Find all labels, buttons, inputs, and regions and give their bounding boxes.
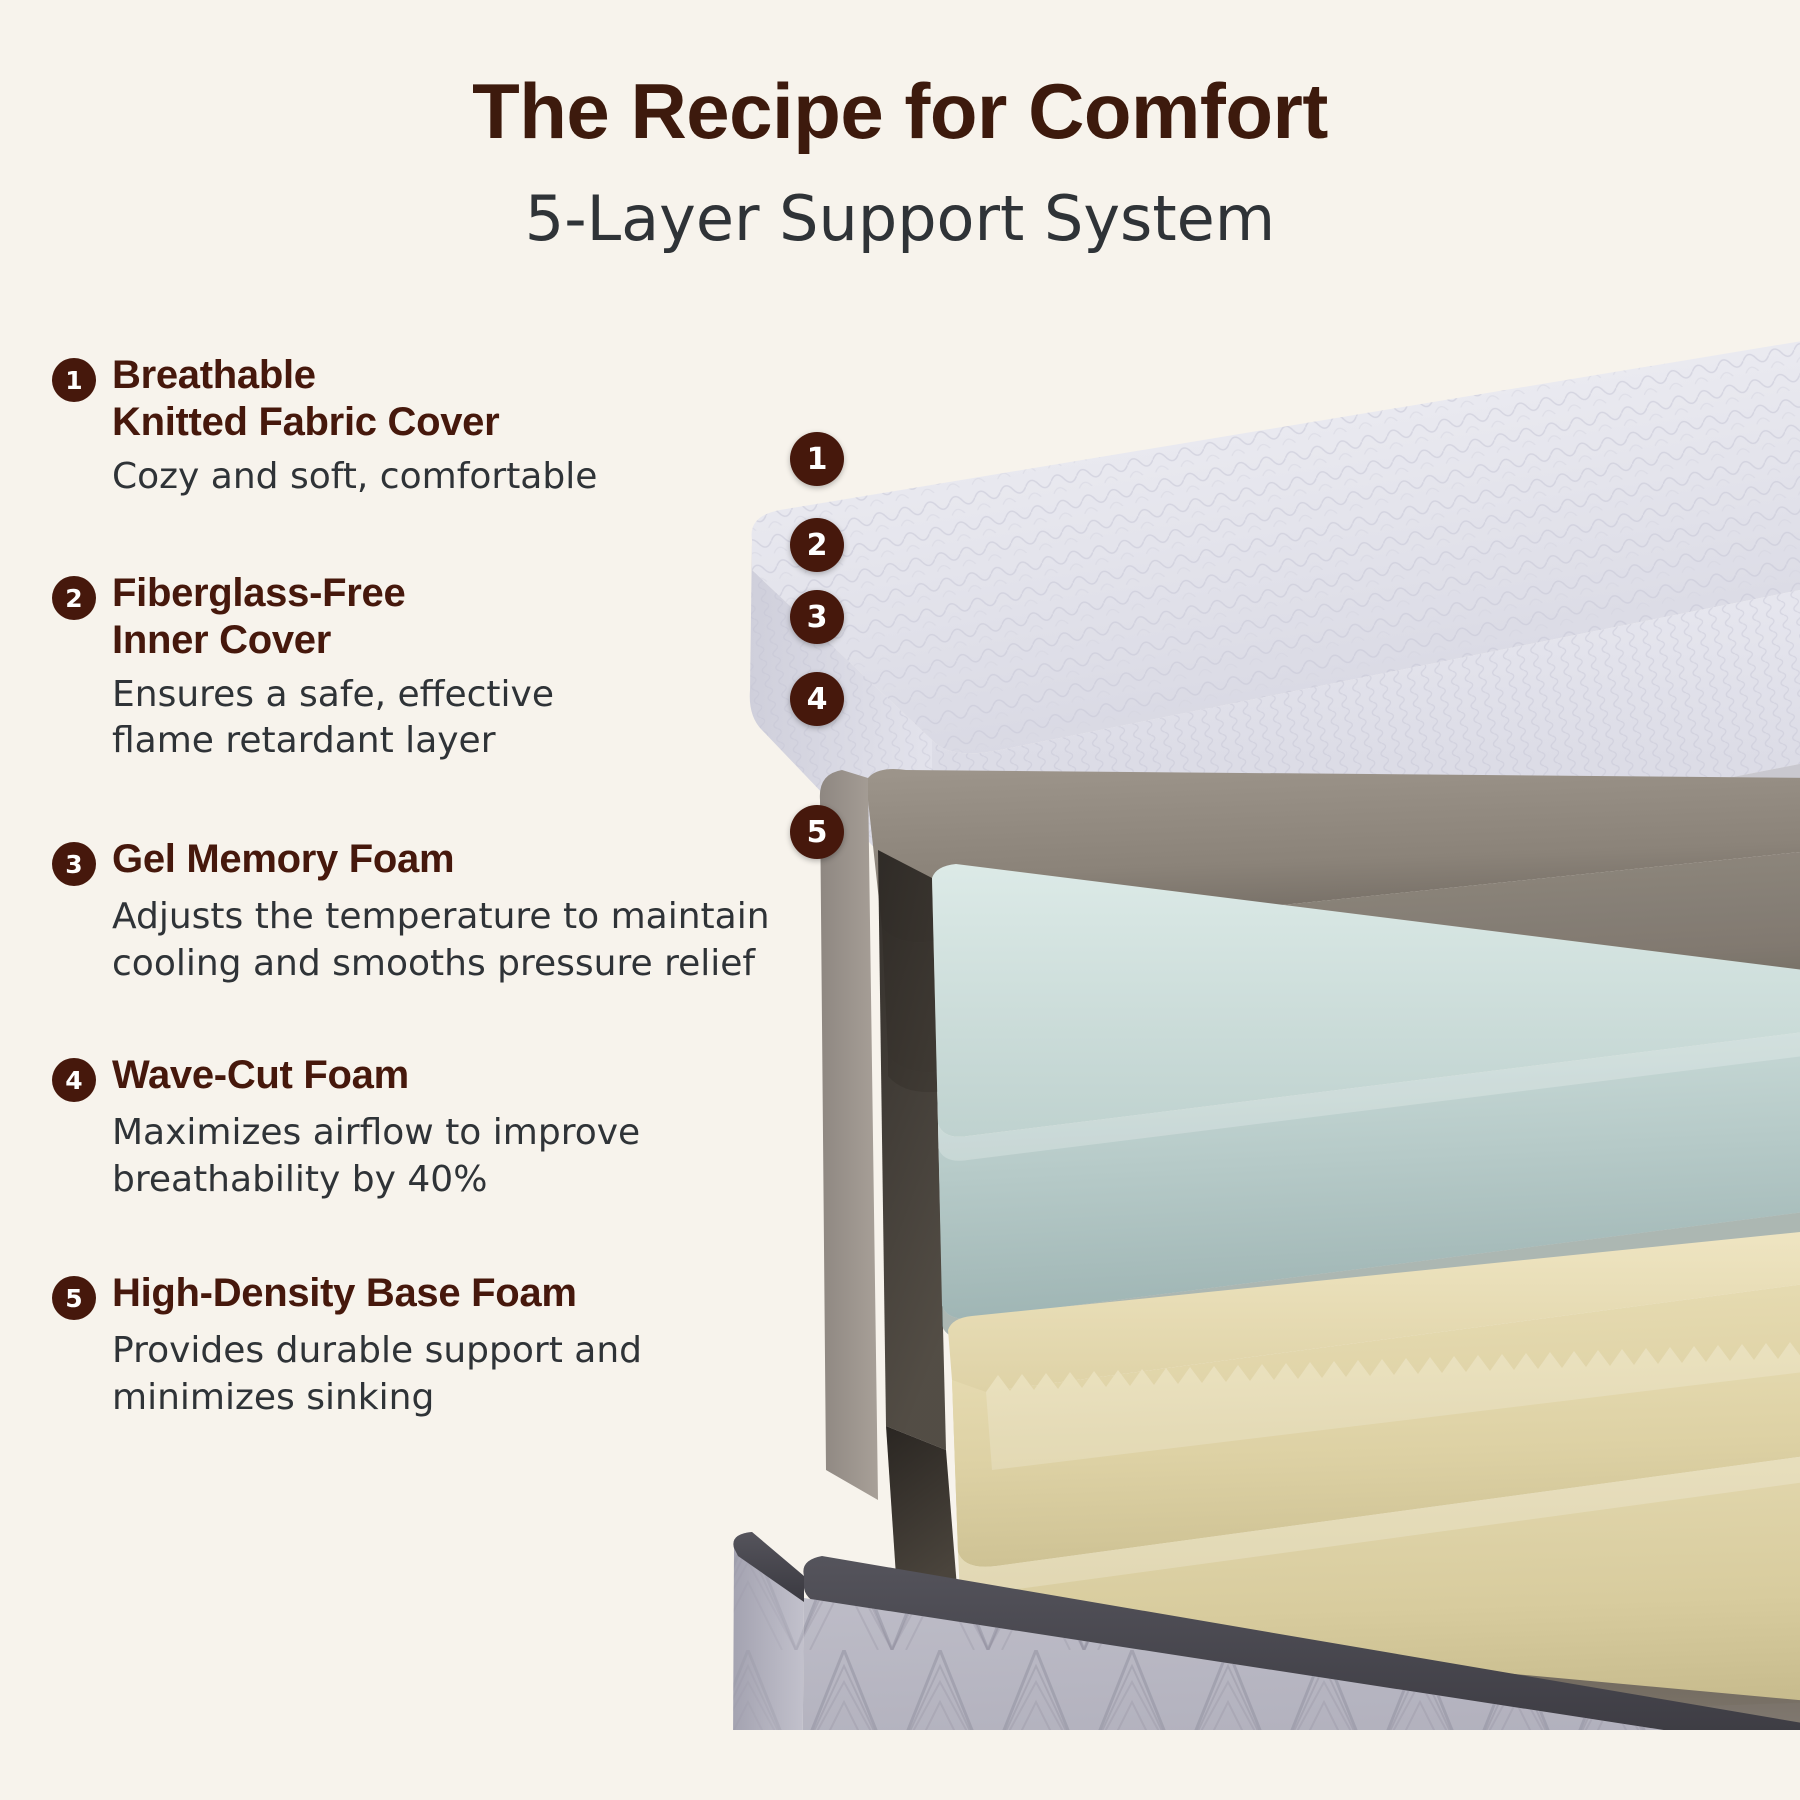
feature-item-4: 4 Wave-Cut Foam Maximizes airflow to imp… — [52, 1052, 812, 1204]
callout-badge-2[interactable]: 2 — [790, 518, 844, 572]
feature-heading: 1 Breathable Knitted Fabric Cover — [52, 352, 812, 446]
mattress-svg — [733, 341, 1800, 1730]
feature-number-badge: 4 — [52, 1058, 96, 1102]
mattress-bottom-quilted-band — [733, 1532, 1800, 1730]
feature-number-badge: 5 — [52, 1276, 96, 1320]
feature-description: Adjusts the temperature to maintain cool… — [112, 896, 770, 984]
layer-4-wave-cut-foam — [948, 1232, 1800, 1567]
feature-title: Fiberglass-Free Inner Cover — [112, 571, 406, 662]
feature-item-1: 1 Breathable Knitted Fabric Cover Cozy a… — [52, 352, 812, 500]
feature-title: Wave-Cut Foam — [112, 1053, 409, 1097]
feature-description: Maximizes airflow to improve breathabili… — [112, 1112, 641, 1200]
feature-heading: 4 Wave-Cut Foam — [52, 1052, 812, 1102]
header: The Recipe for Comfort 5-Layer Support S… — [0, 0, 1800, 310]
feature-heading: 5 High-Density Base Foam — [52, 1270, 812, 1320]
feature-description: Ensures a safe, effective flame retardan… — [112, 673, 554, 762]
feature-title: Breathable Knitted Fabric Cover — [112, 353, 500, 444]
callout-badge-4[interactable]: 4 — [790, 672, 844, 726]
feature-description: Cozy and soft, comfortable — [112, 455, 598, 497]
feature-number-badge: 1 — [52, 358, 96, 402]
feature-item-5: 5 High-Density Base Foam Provides durabl… — [52, 1270, 812, 1422]
page-title: The Recipe for Comfort — [472, 67, 1328, 155]
feature-item-2: 2 Fiberglass-Free Inner Cover Ensures a … — [52, 570, 812, 765]
feature-heading: 3 Gel Memory Foam — [52, 836, 812, 886]
feature-item-3: 3 Gel Memory Foam Adjusts the temperatur… — [52, 836, 812, 988]
feature-title: High-Density Base Foam — [112, 1271, 577, 1315]
page-subtitle: 5-Layer Support System — [524, 182, 1276, 255]
feature-number-badge: 3 — [52, 842, 96, 886]
mattress-cutaway-diagram — [700, 330, 1800, 1730]
feature-title: Gel Memory Foam — [112, 837, 455, 881]
callout-badge-3[interactable]: 3 — [790, 590, 844, 644]
feature-heading: 2 Fiberglass-Free Inner Cover — [52, 570, 812, 664]
callout-badge-5[interactable]: 5 — [790, 805, 844, 859]
feature-description: Provides durable support and minimizes s… — [112, 1330, 642, 1418]
cutaway-cavity-shadow — [878, 850, 946, 1450]
feature-number-badge: 2 — [52, 576, 96, 620]
callout-badge-1[interactable]: 1 — [790, 432, 844, 486]
